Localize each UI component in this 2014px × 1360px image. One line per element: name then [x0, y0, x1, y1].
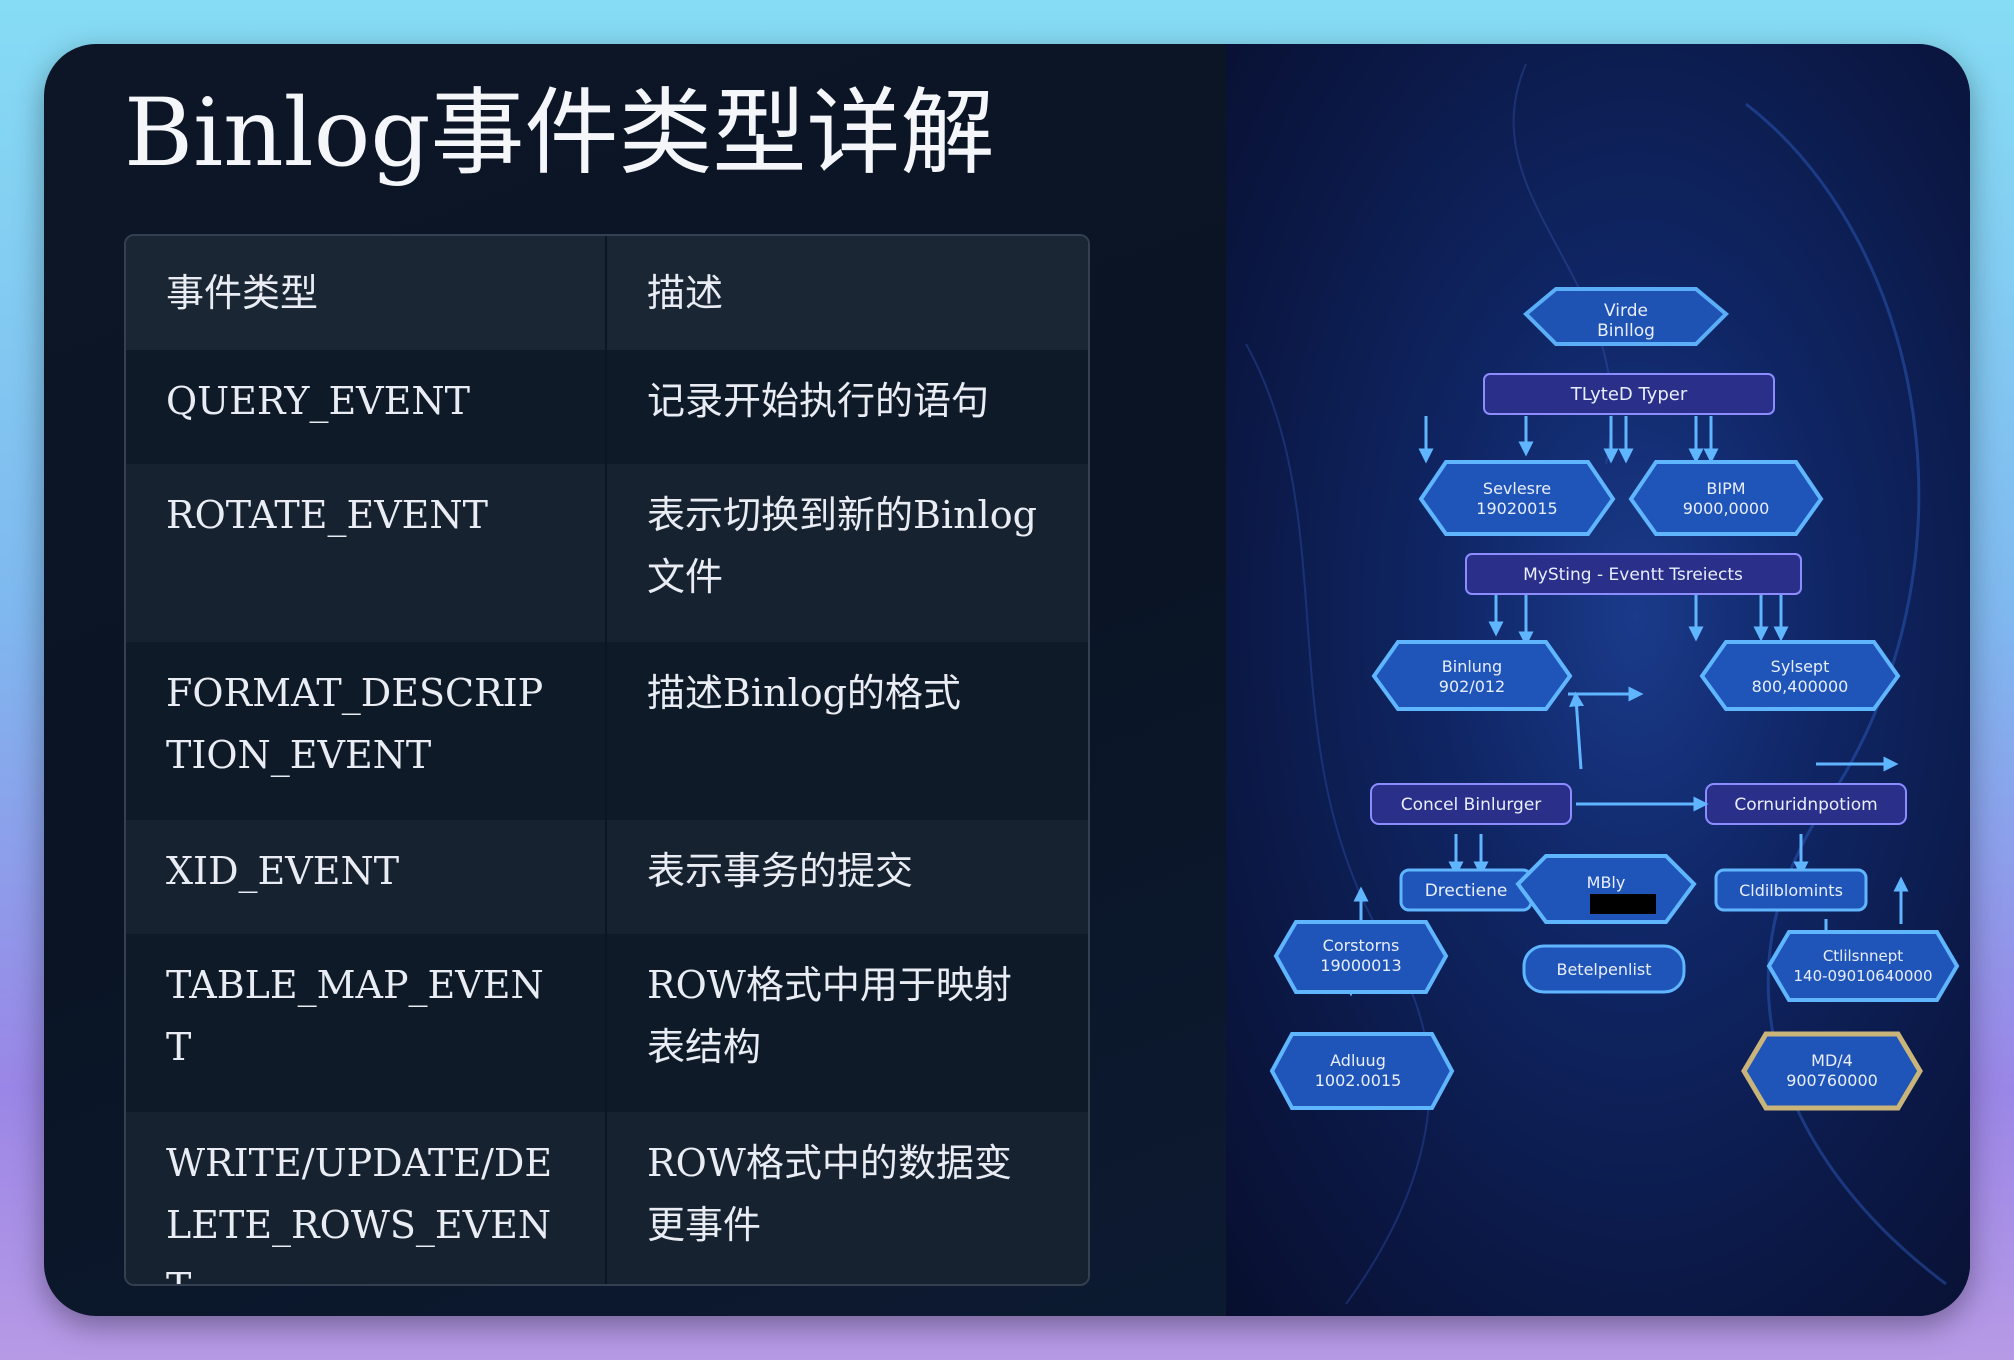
node-top-line1: Virde	[1604, 301, 1648, 321]
bar4-right: Cldilblomints	[1714, 868, 1868, 912]
table-row: QUERY_EVENT 记录开始执行的语句	[126, 350, 1088, 464]
node-right1: BIPM 9000,0000	[1628, 460, 1824, 536]
table-row: XID_EVENT 表示事务的提交	[126, 820, 1088, 934]
node-left3: Corstorns 19000013	[1273, 920, 1449, 994]
node-right4: MD/4 900760000	[1741, 1031, 1923, 1111]
node-left3-line2: 19000013	[1320, 956, 1401, 975]
description-cell: 记录开始执行的语句	[647, 379, 990, 423]
table-row: TABLE_MAP_EVENT ROW格式中用于映射表结构	[126, 934, 1088, 1112]
swirl-decoration	[1245, 343, 1431, 1305]
description-cell: ROW格式中用于映射表结构	[647, 963, 1012, 1069]
bar3-left: Concel Binlurger	[1370, 783, 1572, 825]
event-type-cell: WRITE/UPDATE/DELETE_ROWS_EVENT	[126, 1112, 607, 1284]
node-left4-line2: 1002.0015	[1315, 1071, 1402, 1090]
bar-events: MySting - Eventt Tsreiects	[1465, 553, 1802, 595]
header-event-type: 事件类型	[126, 236, 607, 350]
bar3-left-label: Concel Binlurger	[1401, 795, 1542, 815]
node-right1-line1: BIPM	[1706, 479, 1745, 498]
node-left1-line1: Sevlesre	[1483, 479, 1551, 498]
event-type-cell: FORMAT_DESCRIPTION_EVENT	[126, 642, 607, 820]
bar4-right-label: Cldilblomints	[1739, 881, 1843, 900]
event-type-cell: QUERY_EVENT	[126, 350, 607, 464]
node-right3-line1: Ctlilsnnept	[1823, 947, 1903, 965]
diagram-illustration: Virde Binllog TLyteD Typer Sevlesre 1902…	[1226, 44, 1970, 1316]
header-description: 描述	[647, 271, 724, 315]
node-right2-line1: Sylsept	[1771, 657, 1830, 676]
node-left1: Sevlesre 19020015	[1418, 460, 1616, 536]
node-left2-line2: 902/012	[1439, 677, 1505, 696]
table-row: ROTATE_EVENT 表示切换到新的Binlog文件	[126, 464, 1088, 642]
node-center3-label: Betelpenlist	[1556, 960, 1651, 979]
connector-arrow	[1569, 691, 1585, 770]
node-right3: Ctlilsnnept 140-09010640000	[1766, 930, 1960, 1002]
event-types-table: 事件类型 描述 QUERY_EVENT 记录开始执行的语句 ROTATE_EVE…	[124, 234, 1090, 1286]
bar3-right-label: Cornuridnpotiom	[1734, 795, 1877, 815]
node-right3-line2: 140-09010640000	[1793, 967, 1932, 985]
node-right1-line2: 9000,0000	[1683, 499, 1770, 518]
node-right4-line1: MD/4	[1811, 1051, 1853, 1070]
bar4-left-label: Drectiene	[1425, 881, 1508, 901]
node-right2-line2: 800,400000	[1752, 677, 1849, 696]
node-top: Virde Binllog	[1523, 287, 1729, 346]
description-cell: 描述Binlog的格式	[647, 671, 961, 715]
bar-events-label: MySting - Eventt Tsreiects	[1523, 565, 1743, 585]
description-cell: 表示切换到新的Binlog文件	[647, 493, 1037, 599]
binlog-flow-diagram: Virde Binllog TLyteD Typer Sevlesre 1902…	[1245, 63, 1960, 1305]
event-type-cell: TABLE_MAP_EVENT	[126, 934, 607, 1112]
table-row: WRITE/UPDATE/DELETE_ROWS_EVENT ROW格式中的数据…	[126, 1112, 1088, 1284]
node-mid: MBly	[1515, 854, 1697, 924]
node-right2: Sylsept 800,400000	[1699, 640, 1901, 711]
node-left4-line1: Adluug	[1330, 1051, 1386, 1070]
description-cell: 表示事务的提交	[647, 849, 914, 893]
description-cell: ROW格式中的数据变更事件	[647, 1141, 1012, 1247]
node-left2: Binlung 902/012	[1371, 640, 1573, 711]
node-left2-line1: Binlung	[1442, 657, 1502, 676]
event-type-cell: ROTATE_EVENT	[126, 464, 607, 642]
content-panel: Binlog事件类型详解 事件类型 描述 QUERY_EVENT 记录开始执行的…	[44, 44, 1226, 1316]
swirl-decoration	[1745, 102, 1947, 1286]
table-row: FORMAT_DESCRIPTION_EVENT 描述Binlog的格式	[126, 642, 1088, 820]
page-title: Binlog事件类型详解	[124, 79, 995, 188]
node-right4-line2: 900760000	[1786, 1071, 1878, 1090]
slide-card: Binlog事件类型详解 事件类型 描述 QUERY_EVENT 记录开始执行的…	[44, 44, 1970, 1316]
bar-type-label: TLyteD Typer	[1570, 384, 1688, 405]
table: 事件类型 描述 QUERY_EVENT 记录开始执行的语句 ROTATE_EVE…	[126, 236, 1088, 1284]
table-header-row: 事件类型 描述	[126, 236, 1088, 350]
node-left3-line1: Corstorns	[1323, 936, 1400, 955]
redaction-block	[1590, 894, 1656, 914]
node-center3: Betelpenlist	[1522, 944, 1686, 994]
bar3-right: Cornuridnpotiom	[1705, 783, 1907, 825]
node-left4: Adluug 1002.0015	[1269, 1032, 1455, 1110]
bar-type: TLyteD Typer	[1483, 373, 1775, 415]
bar4-left: Drectiene	[1399, 868, 1533, 912]
node-left1-line2: 19020015	[1476, 499, 1557, 518]
event-type-cell: XID_EVENT	[126, 820, 607, 934]
node-mid-label: MBly	[1587, 873, 1626, 892]
node-top-line2: Binllog	[1597, 321, 1655, 341]
